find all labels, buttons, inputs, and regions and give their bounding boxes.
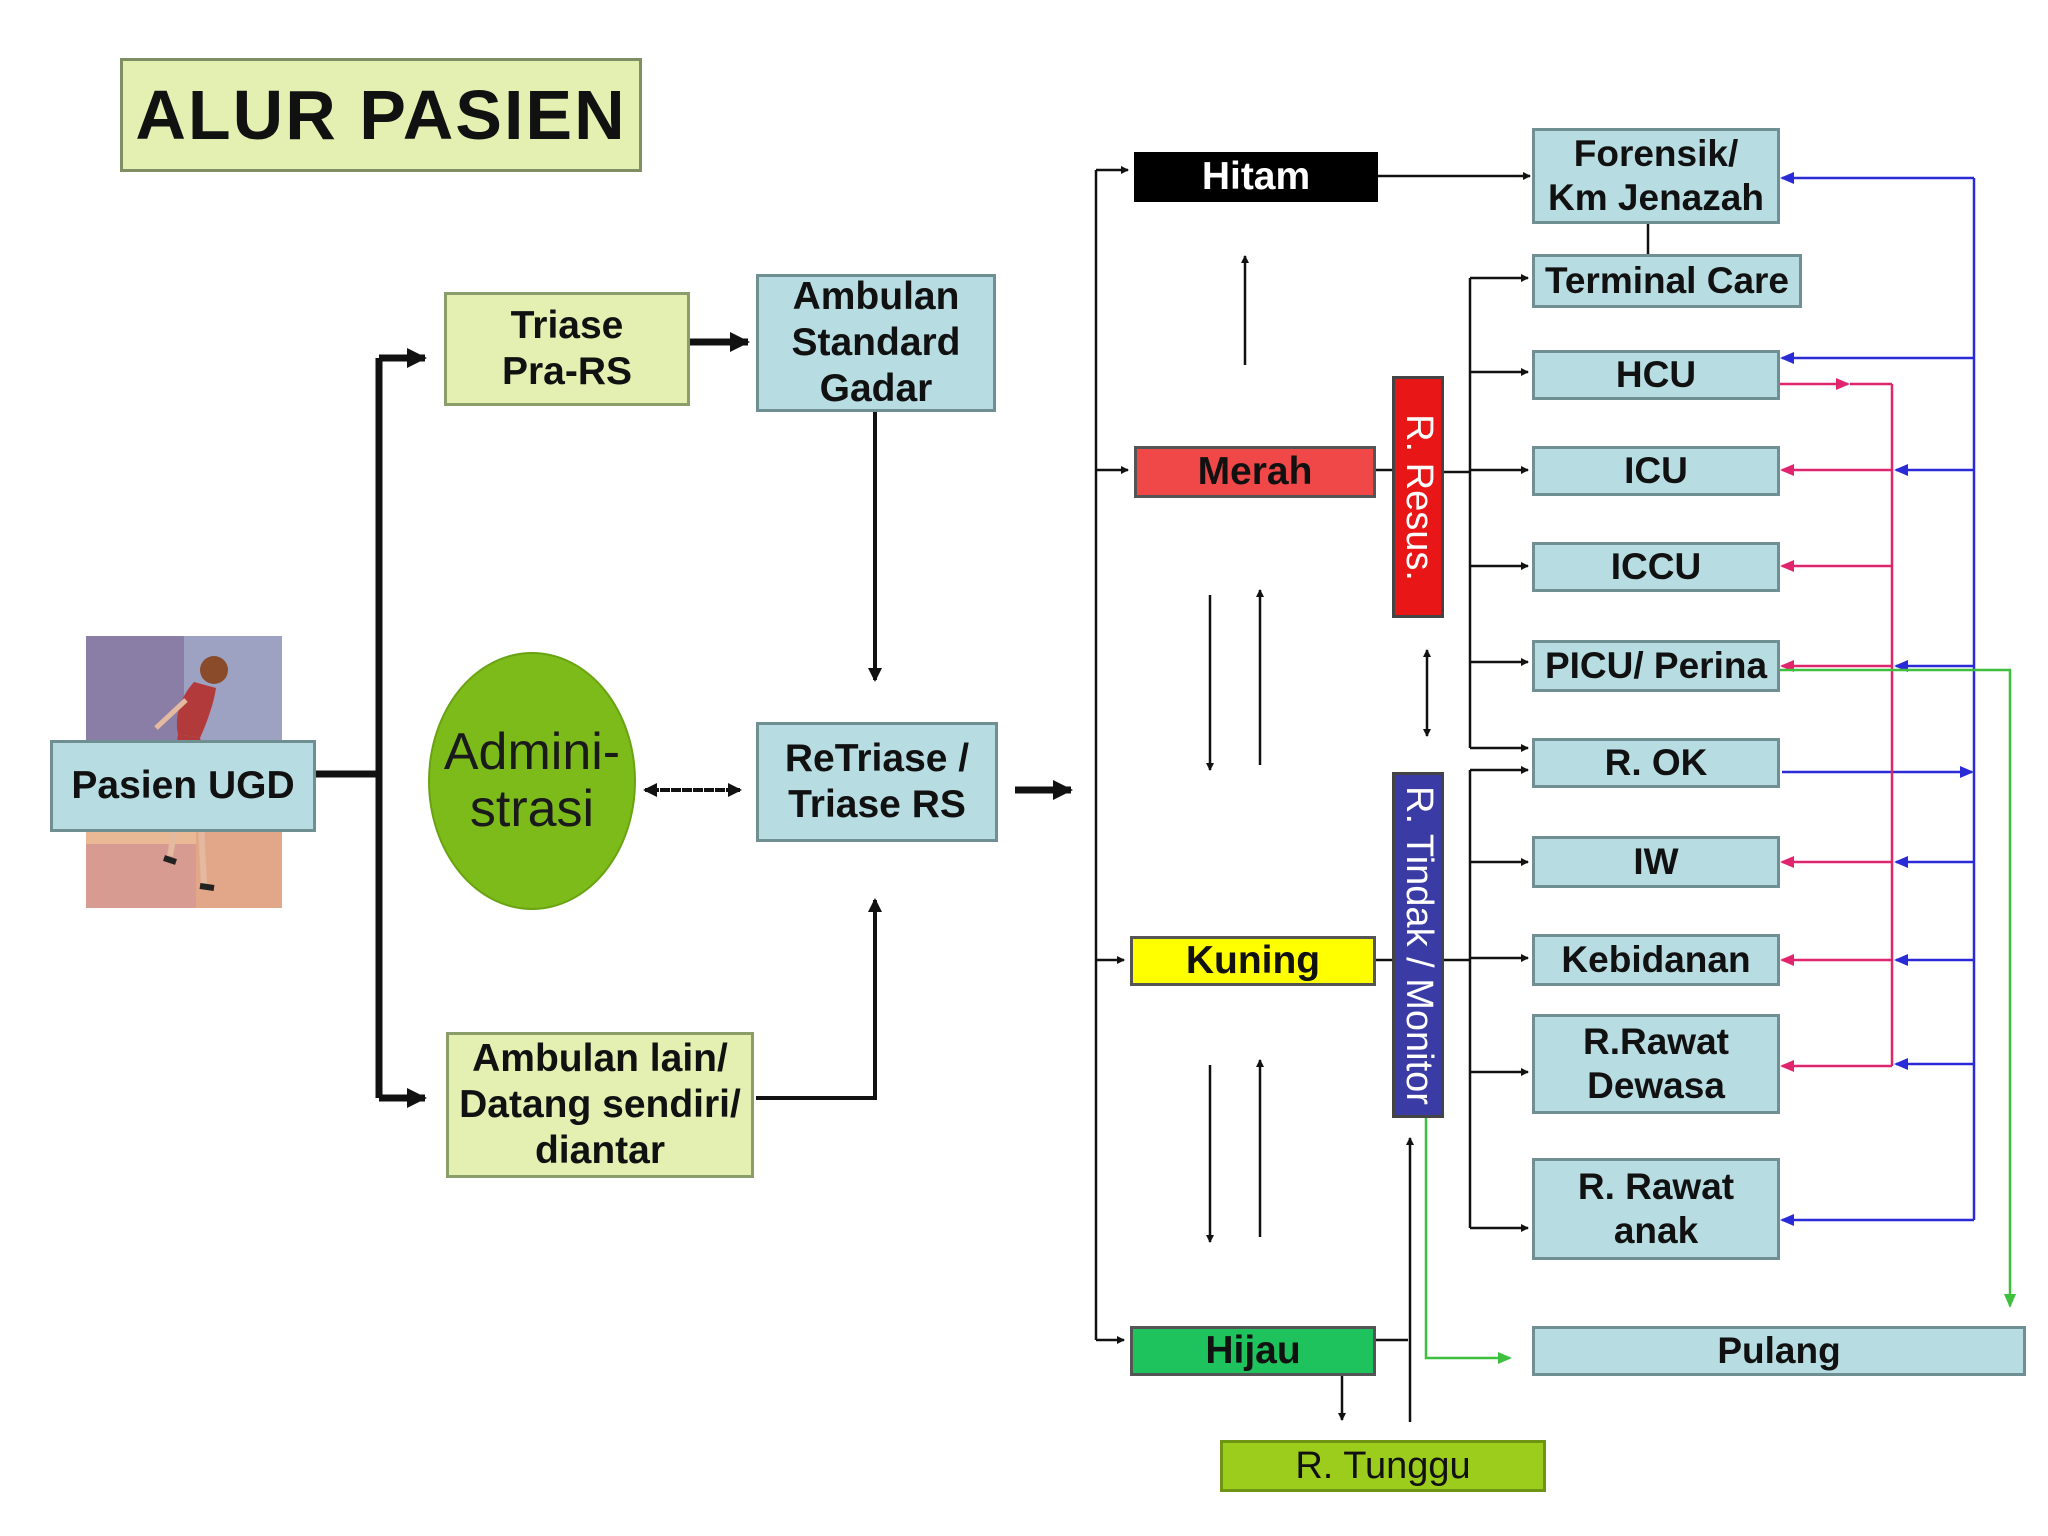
hcu-box: HCU bbox=[1532, 350, 1780, 400]
r-ok-box: R. OK bbox=[1532, 738, 1780, 788]
iccu-label: ICCU bbox=[1610, 546, 1702, 588]
triage-hijau: Hijau bbox=[1130, 1326, 1376, 1376]
ambulan-lain-box: Ambulan lain/ Datang sendiri/ diantar bbox=[446, 1032, 754, 1178]
hitam-label: Hitam bbox=[1201, 155, 1311, 198]
r-ok-label: R. OK bbox=[1604, 742, 1708, 784]
iccu-box: ICCU bbox=[1532, 542, 1780, 592]
hcu-label: HCU bbox=[1615, 354, 1697, 396]
r-resus-label: R. Resus. bbox=[1397, 413, 1440, 581]
terminal-care-label: Terminal Care bbox=[1544, 260, 1790, 302]
ambulan-standard-line-3: Gadar bbox=[819, 367, 933, 411]
r-rawat-dewasa-line-2: Dewasa bbox=[1587, 1065, 1725, 1106]
terminal-care-box: Terminal Care bbox=[1532, 254, 1802, 308]
pasien-ugd-label: Pasien UGD bbox=[71, 763, 295, 807]
retriase-line-2: Triase RS bbox=[788, 783, 966, 826]
icu-label: ICU bbox=[1624, 450, 1688, 492]
kuning-label: Kuning bbox=[1185, 939, 1321, 982]
r-rawat-dewasa-box: R.Rawat Dewasa bbox=[1532, 1014, 1780, 1114]
triage-kuning: Kuning bbox=[1130, 936, 1376, 986]
administrasi-line-2: strasi bbox=[469, 780, 595, 838]
ambulan-lain-line-1: Ambulan lain/ bbox=[472, 1036, 728, 1080]
retriase-line-1: ReTriase / bbox=[784, 736, 970, 780]
r-tunggu-box: R. Tunggu bbox=[1220, 1440, 1546, 1492]
pulang-box: Pulang bbox=[1532, 1326, 2026, 1376]
r-rawat-dewasa-line-1: R.Rawat bbox=[1583, 1021, 1729, 1063]
forensik-line-2: Km Jenazah bbox=[1548, 177, 1764, 218]
triage-merah: Merah bbox=[1134, 446, 1376, 498]
ambulan-standard-line-1: Ambulan bbox=[792, 274, 960, 318]
iw-label: IW bbox=[1633, 841, 1679, 883]
icu-box: ICU bbox=[1532, 446, 1780, 496]
triase-pra-rs-line-1: Triase bbox=[510, 303, 624, 347]
kebidanan-label: Kebidanan bbox=[1561, 939, 1751, 981]
r-rawat-anak-line-2: anak bbox=[1613, 1210, 1699, 1251]
page-title: ALUR PASIEN bbox=[120, 58, 642, 172]
r-rawat-anak-box: R. Rawat anak bbox=[1532, 1158, 1780, 1260]
r-tindak-monitor-box: R. Tindak / Monitor bbox=[1392, 772, 1444, 1118]
picu-perina-box: PICU/ Perina bbox=[1532, 640, 1780, 692]
retriase-box: ReTriase / Triase RS bbox=[756, 722, 998, 842]
ambulan-standard-box: Ambulan Standard Gadar bbox=[756, 274, 996, 412]
ambulan-lain-line-3: diantar bbox=[534, 1129, 666, 1172]
administrasi-ellipse: Admini- strasi bbox=[428, 652, 636, 910]
picu-perina-label: PICU/ Perina bbox=[1544, 645, 1768, 687]
administrasi-line-1: Admini- bbox=[443, 722, 621, 781]
r-rawat-anak-line-1: R. Rawat bbox=[1577, 1166, 1735, 1208]
hijau-label: Hijau bbox=[1205, 1329, 1301, 1372]
iw-box: IW bbox=[1532, 836, 1780, 888]
merah-label: Merah bbox=[1197, 450, 1313, 493]
r-tunggu-label: R. Tunggu bbox=[1295, 1444, 1471, 1487]
r-tindak-monitor-label: R. Tindak / Monitor bbox=[1397, 785, 1440, 1105]
ambulan-standard-line-2: Standard bbox=[791, 321, 961, 364]
r-resus-box: R. Resus. bbox=[1392, 376, 1444, 618]
title-text: ALUR PASIEN bbox=[135, 75, 627, 154]
triage-hitam: Hitam bbox=[1134, 152, 1378, 202]
kebidanan-box: Kebidanan bbox=[1532, 934, 1780, 986]
triase-pra-rs-line-2: Pra-RS bbox=[501, 350, 633, 393]
pulang-label: Pulang bbox=[1717, 1330, 1841, 1372]
ambulan-lain-line-2: Datang sendiri/ bbox=[459, 1082, 741, 1126]
triase-pra-rs-box: Triase Pra-RS bbox=[444, 292, 690, 406]
pasien-ugd-box: Pasien UGD bbox=[50, 740, 316, 832]
forensik-box: Forensik/ Km Jenazah bbox=[1532, 128, 1780, 224]
forensik-line-1: Forensik/ bbox=[1573, 133, 1739, 175]
